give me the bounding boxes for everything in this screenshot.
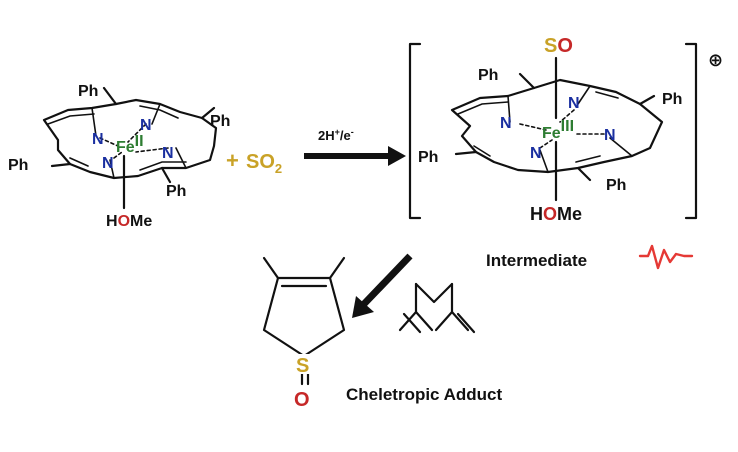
reactant-fe-oxidation: II — [135, 133, 144, 150]
reactant-axial-o: O — [118, 213, 130, 230]
adduct-sulfur: S — [296, 355, 309, 377]
intermediate-fe-symbol: Fe — [542, 125, 561, 142]
intermediate-s: S — [544, 35, 557, 57]
reactant-n-2: N — [140, 117, 152, 134]
reactant-axial-me: Me — [130, 213, 152, 230]
intermediate-fe-oxidation: III — [561, 118, 574, 135]
reactant-ph-left: Ph — [8, 157, 28, 174]
reactant-axial-ligand: HOMe — [106, 213, 152, 230]
intermediate-n-1: N — [500, 115, 512, 132]
arrow-label-mid: /e — [340, 128, 351, 143]
intermediate-charge: ⊕ — [708, 50, 723, 70]
diene-fragment — [398, 282, 476, 334]
intermediate-axial-ligand: HOMe — [530, 204, 582, 224]
adduct-label: Cheletropic Adduct — [346, 385, 502, 404]
arrow-label-main: 2H — [318, 128, 335, 143]
reactant-ph-bottom: Ph — [166, 183, 186, 200]
intermediate-ph-left: Ph — [418, 149, 438, 166]
radical-squiggle-icon — [638, 244, 694, 270]
intermediate-so-ligand: SO — [544, 35, 573, 57]
arrow-label-sup1: + — [335, 127, 340, 137]
intermediate-iron: FeIII — [542, 118, 574, 142]
reactant-fe-symbol: Fe — [116, 139, 135, 156]
intermediate-label: Intermediate — [486, 251, 587, 270]
sulfur-dioxide: SO2 — [246, 151, 282, 176]
reaction-arrow: 2H+/e- — [304, 127, 406, 166]
reactant-n-1: N — [92, 131, 104, 148]
intermediate-n-2: N — [568, 95, 580, 112]
intermediate-ph-right: Ph — [662, 91, 682, 108]
arrow-label-sup2: - — [351, 127, 354, 137]
intermediate-axial-o: O — [543, 204, 557, 224]
reactant-n-3: N — [162, 145, 174, 162]
intermediate-n-4: N — [530, 145, 542, 162]
intermediate-o: O — [557, 35, 573, 57]
intermediate-axial-me: Me — [557, 204, 582, 224]
intermediate-ph-bottom: Ph — [606, 177, 626, 194]
reactant-n-4: N — [102, 155, 114, 172]
reactant-axial-h: H — [106, 213, 118, 230]
cheletropic-adduct: S O Cheletropic Adduct — [262, 256, 502, 411]
arrow-label: 2H+/e- — [318, 127, 354, 143]
so2-symbol: SO — [246, 151, 275, 173]
intermediate-n-3: N — [604, 127, 616, 144]
diagonal-arrow — [352, 253, 413, 318]
intermediate-complex: ⊕ SO Ph Ph Ph Ph N N N N FeIII HOMe Inte… — [408, 35, 723, 270]
reactant-iron: FeII — [116, 133, 144, 156]
plus-sign: + — [226, 148, 239, 173]
reactant-porphyrin: Ph Ph Ph Ph N N N N FeII HOMe — [8, 83, 230, 230]
reactant-ph-right: Ph — [210, 113, 230, 130]
so2-subscript: 2 — [275, 161, 282, 176]
intermediate-axial-h: H — [530, 204, 543, 224]
intermediate-ph-top: Ph — [478, 67, 498, 84]
reactant-ph-top: Ph — [78, 83, 98, 100]
adduct-oxygen: O — [294, 389, 310, 411]
